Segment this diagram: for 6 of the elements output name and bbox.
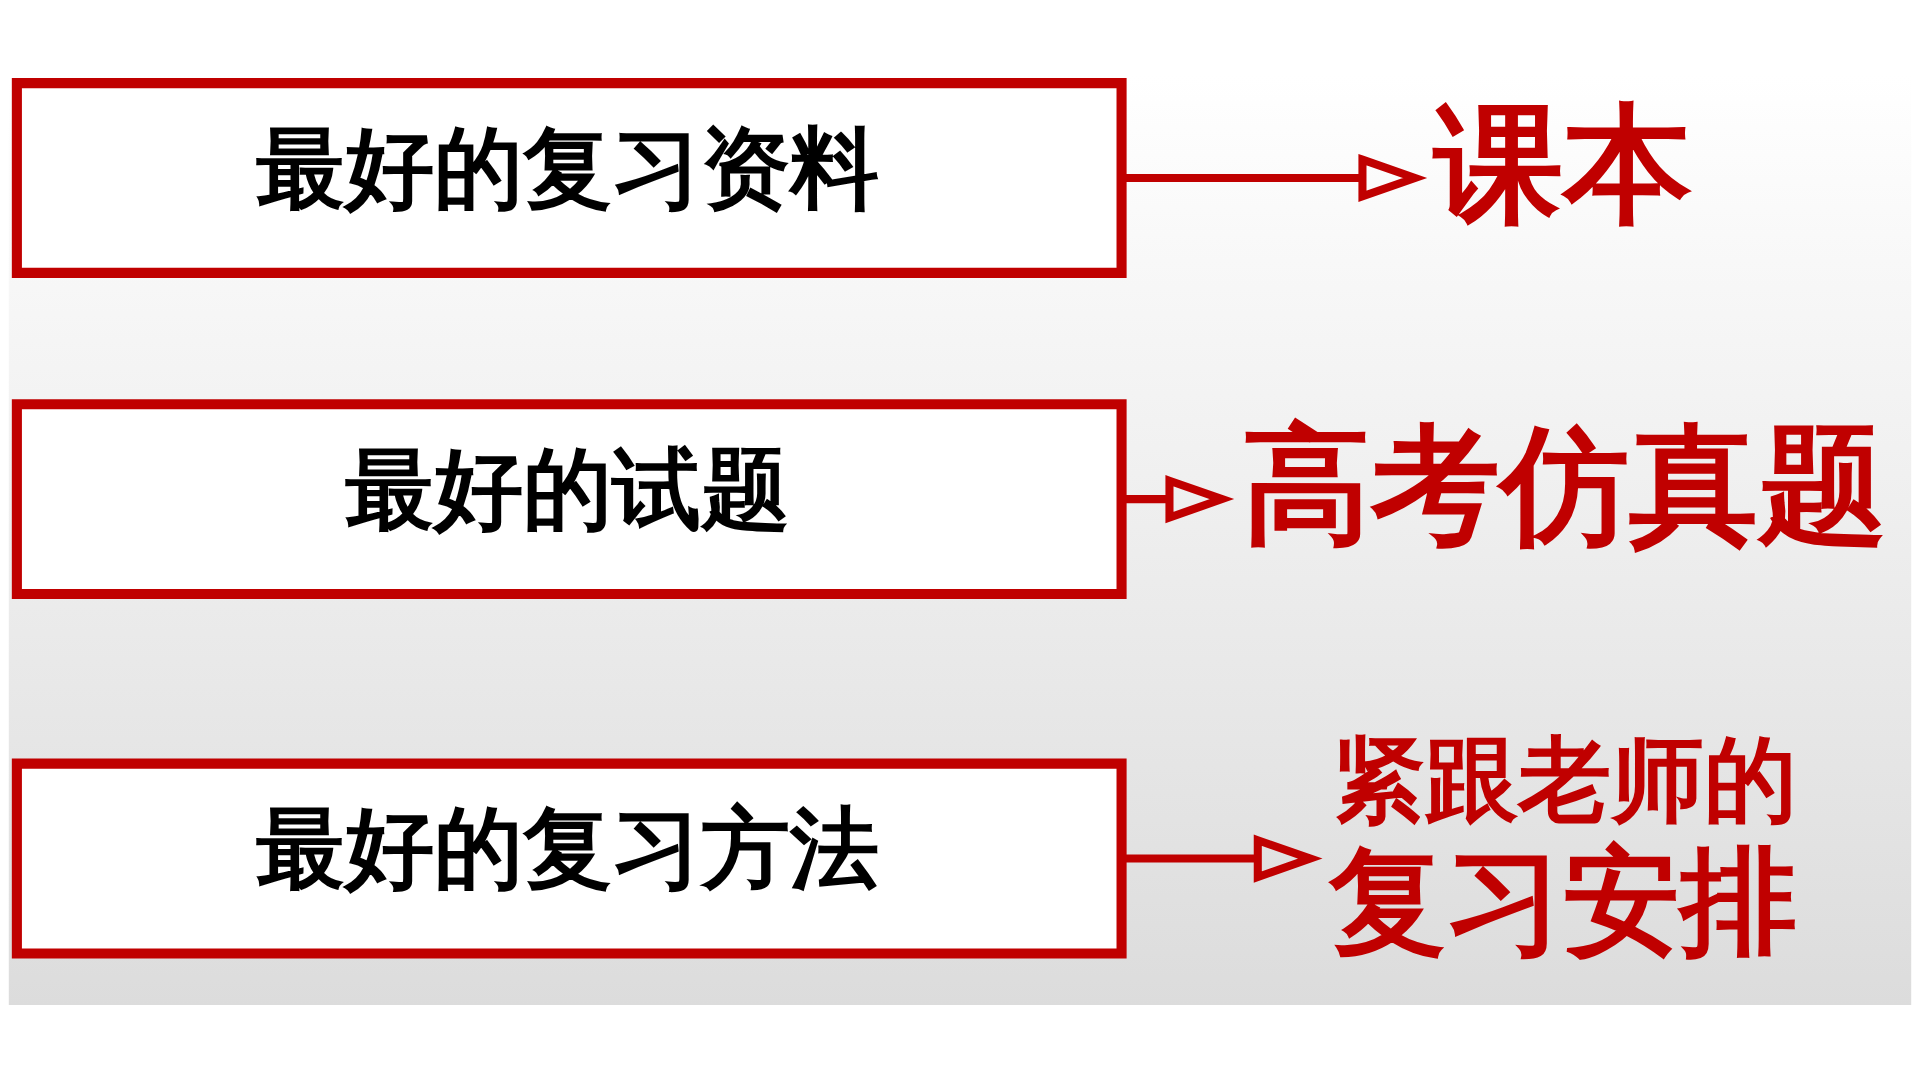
node-text: 紧跟老师的 复习安排 <box>1328 725 1797 971</box>
node-box: 最好的试题 <box>11 399 1127 600</box>
node-box: 最好的复习方法 <box>11 758 1127 959</box>
node-text: 高考仿真题 <box>1241 409 1887 560</box>
node-text: 课本 <box>1433 88 1692 239</box>
node-box: 最好的复习资料 <box>11 78 1127 278</box>
